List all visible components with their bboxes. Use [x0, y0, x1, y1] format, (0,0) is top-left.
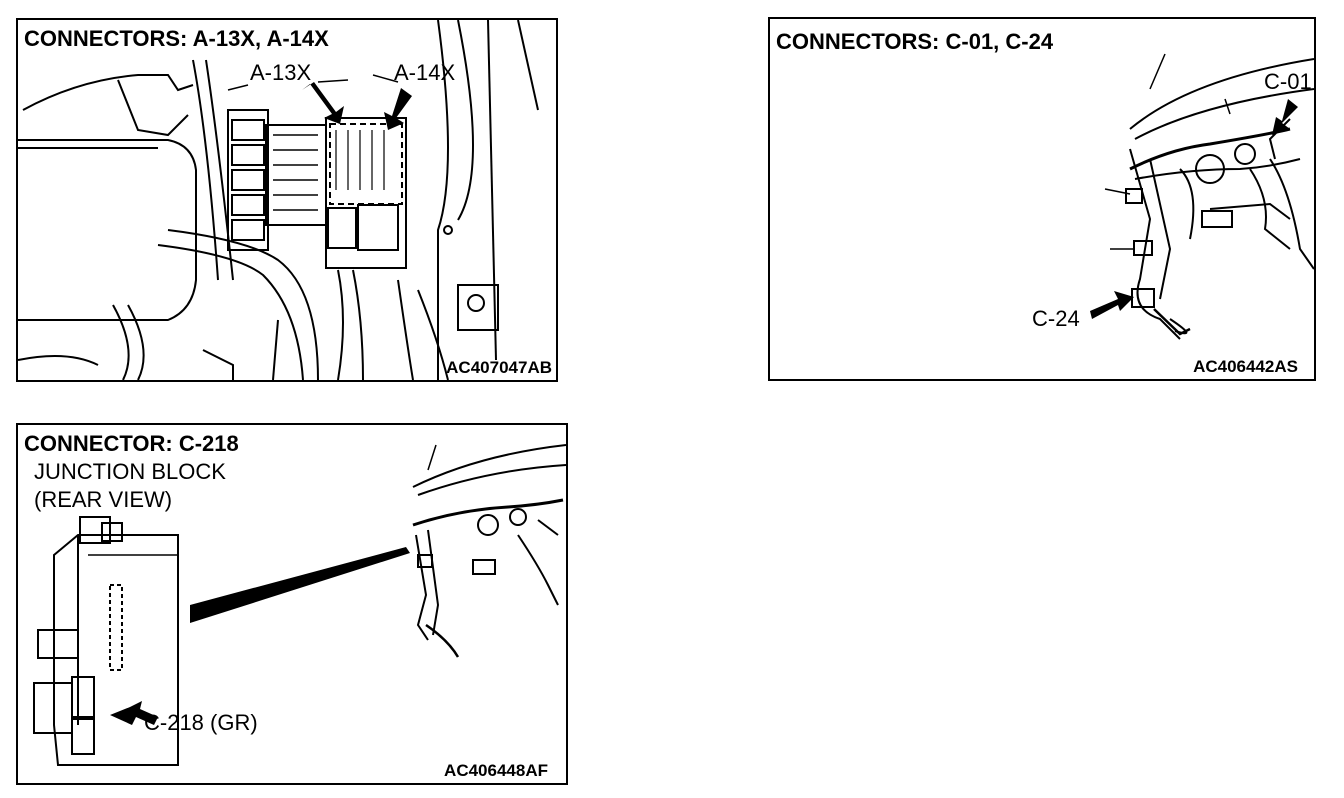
arrow-c218	[110, 701, 158, 725]
panel-a13x-a14x: CONNECTORS: A-13X, A-14X A-13X A-14X AC4…	[16, 18, 558, 382]
panel-c01-c24: CONNECTORS: C-01, C-24 C-01 C-24 AC40644…	[768, 17, 1316, 381]
arrow-c01	[1272, 99, 1298, 135]
arrow-c24	[1090, 291, 1134, 319]
engine-bay-illustration	[18, 20, 539, 380]
figure-code: AC406448AF	[444, 761, 548, 780]
arrow-a14x	[384, 88, 412, 130]
label-c01: C-01	[1264, 69, 1312, 94]
label-a14x: A-14X	[394, 60, 456, 85]
arrow-a13x	[302, 82, 344, 124]
label-c218: C-218 (GR)	[144, 710, 258, 735]
figure-code: AC406442AS	[1193, 357, 1298, 376]
subtitle-line-1: JUNCTION BLOCK	[34, 459, 226, 484]
label-a13x: A-13X	[250, 60, 312, 85]
panel-c218: CONNECTOR: C-218 JUNCTION BLOCK (REAR VI…	[16, 423, 568, 785]
panel-title: CONNECTORS: A-13X, A-14X	[24, 26, 329, 51]
panel-title: CONNECTOR: C-218	[24, 431, 239, 456]
label-c24: C-24	[1032, 306, 1080, 331]
junction-block-illustration	[33, 444, 566, 766]
subtitle-line-2: (REAR VIEW)	[34, 487, 173, 512]
dashboard-wiring-illustration	[1090, 53, 1314, 340]
panel-title: CONNECTORS: C-01, C-24	[776, 29, 1054, 54]
figure-code: AC407047AB	[446, 358, 552, 377]
